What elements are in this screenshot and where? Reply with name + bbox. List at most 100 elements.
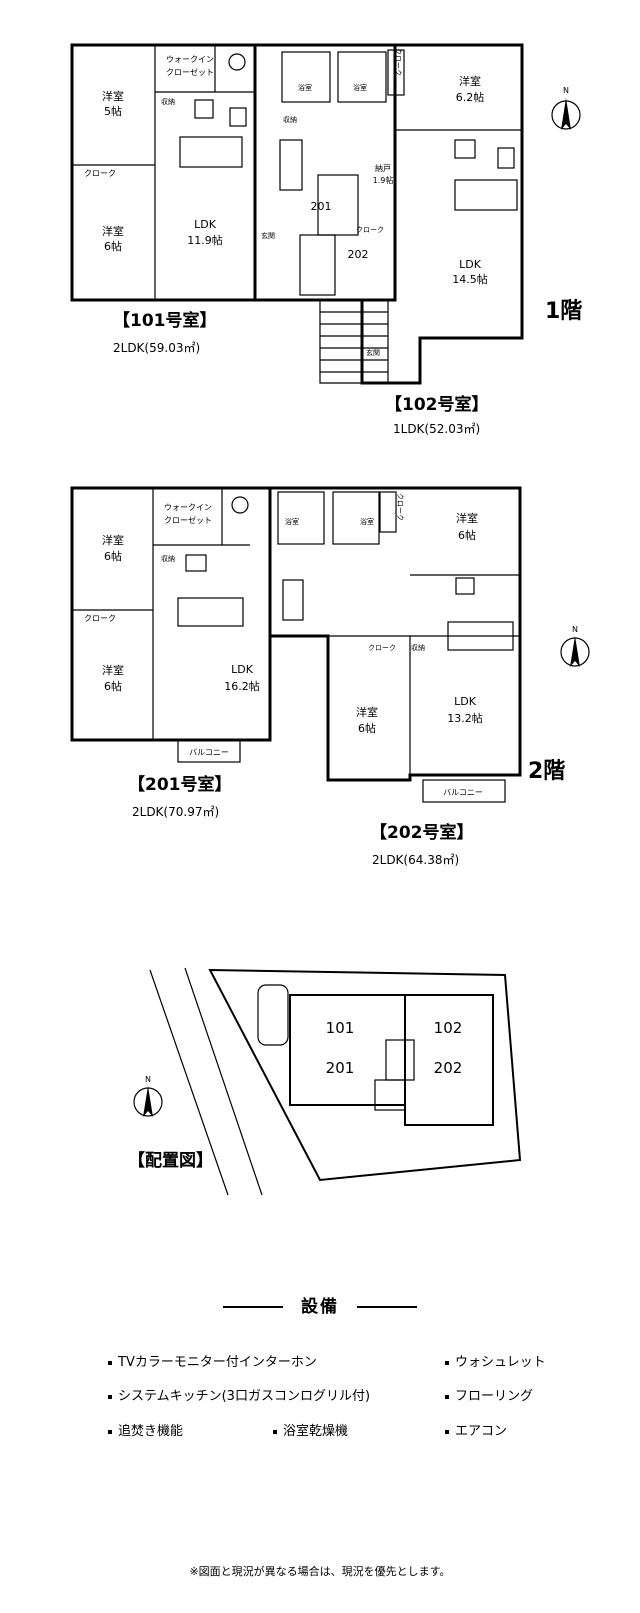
u102-name: 【102号室】 [385, 394, 489, 415]
north-mark-1: N [563, 86, 569, 95]
feature-text: 追焚き機能 [118, 1424, 184, 1439]
north-arrow-icon: N [551, 86, 581, 130]
feature-item: フローリング [445, 1385, 533, 1404]
site-unit-102: 102 [434, 1019, 463, 1037]
u201-yoshitsu2-label: 洋室 [102, 663, 124, 677]
u102-yoshitsu-label: 洋室 [459, 74, 481, 88]
common-core-outline [255, 43, 397, 302]
title-rule-left [223, 1306, 283, 1308]
u102-ldk-size: 14.5帖 [452, 273, 488, 286]
u201-ldk-label: LDK [231, 663, 254, 676]
u201-size: 2LDK(70.97㎡) [132, 805, 219, 819]
u101-ldk-size: 11.9帖 [187, 234, 223, 247]
u201-kura: クローク [84, 614, 116, 623]
feature-text: 浴室乾燥機 [283, 1424, 349, 1439]
u101-yoshitsu1-label: 洋室 [102, 89, 124, 103]
u202-balcony-outline [422, 779, 506, 803]
unit202-outline [270, 486, 522, 782]
bullet-icon [445, 1360, 449, 1365]
u101-name: 【101号室】 [113, 310, 217, 331]
u202-kura1: クローク [396, 493, 404, 521]
feature-text: フローリング [455, 1389, 534, 1404]
u201-balcony-outline [177, 739, 241, 763]
u101-yoshitsu2-size: 6帖 [104, 240, 122, 253]
u101-yoshitsu2-label: 洋室 [102, 224, 124, 238]
u101-genkan: 玄関 [261, 231, 275, 240]
common-shuno: 収納 [283, 115, 297, 124]
bullet-icon [273, 1429, 277, 1434]
common-yoku1: 浴室 [298, 83, 312, 92]
site-unit-201: 201 [326, 1059, 355, 1077]
unit201-outline [70, 486, 272, 742]
feature-item: 浴室乾燥機 [273, 1420, 348, 1439]
u102-ldk-label: LDK [459, 258, 482, 271]
u202-kura2: クローク [368, 644, 396, 652]
feature-item: ウォシュレット [445, 1351, 546, 1370]
feature-text: システムキッチン(3口ガスコンログリル付) [118, 1389, 371, 1404]
bullet-icon [108, 1429, 112, 1434]
u102-yoshitsu-size: 6.2帖 [456, 91, 485, 104]
site-plan: 101 201 102 202 【配置図】 N [128, 967, 522, 1196]
u102-kura2: クローク [356, 226, 384, 234]
u201-shuno: 収納 [161, 554, 175, 563]
common-201: 201 [311, 200, 332, 213]
floor2-plan: 洋室 6帖 ウォークイン クローゼット クローク 洋室 6帖 LDK 16.2帖… [70, 486, 590, 867]
disclaimer-note: ※図面と現況が異なる場合は、現況を優先とします。 [189, 1565, 451, 1578]
u202-yoshitsu2-size: 6帖 [358, 722, 376, 735]
u202-balcony: バルコニー [443, 788, 483, 797]
u101-wic1: ウォークイン [166, 55, 214, 64]
u201-yoshitsu1-size: 6帖 [104, 550, 122, 563]
u102-size: 1LDK(52.03㎡) [393, 422, 480, 436]
u101-shuno: 収納 [161, 97, 175, 106]
floor2-label: 2階 [528, 759, 565, 784]
u202-shuno: 収納 [411, 643, 425, 652]
u101-ldk-label: LDK [194, 218, 217, 231]
features-title: 設備 [0, 1292, 640, 1317]
north-arrow-icon: N [133, 1075, 163, 1117]
unit102-outline [360, 43, 524, 385]
site-unit-101: 101 [326, 1019, 355, 1037]
u202-yoshitsu2-label: 洋室 [356, 705, 378, 719]
u201-wic2: クローゼット [164, 515, 212, 525]
common-202: 202 [348, 248, 369, 261]
common-yoku2: 浴室 [353, 83, 367, 92]
feature-text: エアコン [455, 1424, 508, 1439]
u202-yoku: 浴室 [360, 517, 374, 526]
site-plan-label: 【配置図】 [128, 1150, 213, 1171]
u201-wic1: ウォークイン [164, 503, 212, 512]
u201-yoku: 浴室 [285, 517, 299, 526]
floor1-label: 1階 [545, 299, 582, 324]
feature-item: 追焚き機能 [108, 1420, 183, 1439]
u202-yoshitsu1-label: 洋室 [456, 511, 478, 525]
north-mark-3: N [145, 1075, 151, 1084]
bullet-icon [108, 1394, 112, 1399]
u201-ldk-size: 16.2帖 [224, 680, 260, 693]
u202-name: 【202号室】 [370, 822, 474, 843]
u202-size: 2LDK(64.38㎡) [372, 853, 459, 867]
u202-ldk-size: 13.2帖 [447, 712, 483, 725]
u201-yoshitsu2-size: 6帖 [104, 680, 122, 693]
u101-wic2: クローゼット [166, 67, 214, 77]
u201-balcony: バルコニー [189, 748, 229, 757]
floor1-plan: 洋室 5帖 ウォークイン クローゼット クローク 洋室 6帖 LDK 11.9帖… [70, 43, 582, 436]
site-unit-202: 202 [434, 1059, 463, 1077]
feature-item: システムキッチン(3口ガスコンログリル付) [108, 1385, 370, 1404]
u102-genkan: 玄関 [366, 348, 380, 357]
features-title-text: 設備 [301, 1297, 339, 1317]
feature-text: ウォシュレット [455, 1355, 546, 1370]
north-mark-2: N [572, 625, 578, 634]
bullet-icon [445, 1429, 449, 1434]
bullet-icon [445, 1394, 449, 1399]
north-arrow-icon: N [560, 625, 590, 667]
u102-kura: クローク [394, 48, 402, 76]
u101-yoshitsu1-size: 5帖 [104, 105, 122, 118]
u201-name: 【201号室】 [128, 774, 232, 795]
u202-ldk-label: LDK [454, 695, 477, 708]
u101-size: 2LDK(59.03㎡) [113, 341, 200, 355]
u102-nando-label: 納戸 [375, 163, 391, 173]
u201-yoshitsu1-label: 洋室 [102, 533, 124, 547]
feature-item: エアコン [445, 1420, 507, 1439]
bullet-icon [108, 1360, 112, 1365]
site-boundary [208, 968, 522, 1182]
